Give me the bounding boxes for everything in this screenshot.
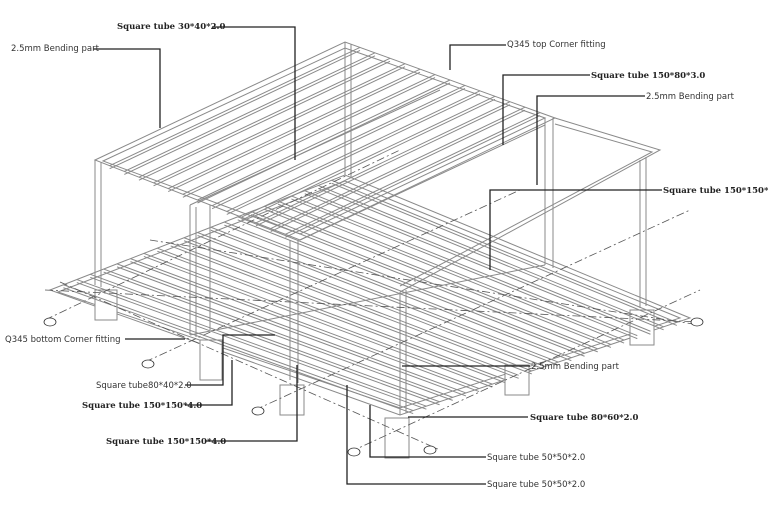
roof-rafter bbox=[153, 66, 406, 187]
label-bending-part-front: 2.5mm Bending part bbox=[531, 362, 619, 372]
floor-joist bbox=[130, 258, 480, 390]
roof-rafter bbox=[226, 93, 481, 215]
floor-joist bbox=[331, 182, 678, 326]
floor-joist bbox=[183, 237, 532, 372]
roof-rafter bbox=[124, 52, 376, 172]
roof-rafter bbox=[109, 46, 361, 167]
label-bottom-corner-fitting: Q345 bottom Corner fitting bbox=[5, 335, 121, 345]
floor-joist bbox=[76, 282, 427, 410]
roof-rafter bbox=[255, 101, 511, 224]
floor-joist bbox=[250, 211, 598, 350]
floor-joist bbox=[291, 198, 638, 340]
axis-markers bbox=[43, 317, 704, 457]
floor-joist bbox=[224, 221, 572, 359]
roof-rafter bbox=[255, 104, 511, 227]
floor-joist bbox=[277, 203, 625, 344]
roof-rafter bbox=[211, 87, 466, 210]
floor-joist bbox=[264, 205, 612, 345]
roof-rafter bbox=[182, 74, 436, 195]
floor-joist bbox=[237, 216, 585, 354]
label-top-corner-fitting: Q345 top Corner fitting bbox=[507, 40, 606, 50]
floor-joist bbox=[170, 242, 519, 376]
roof-right-frame bbox=[399, 117, 662, 293]
label-bending-part-right: 2.5mm Bending part bbox=[646, 92, 734, 102]
leader-lines bbox=[93, 26, 662, 485]
floor-joist bbox=[210, 229, 559, 366]
floor-joist bbox=[331, 179, 678, 323]
roof-rafter bbox=[197, 82, 451, 204]
label-square-tube-50x50-b: Square tube 50*50*2.0 bbox=[487, 480, 586, 490]
floor-joist bbox=[116, 263, 467, 394]
floor-joist bbox=[304, 193, 651, 335]
floor-joist bbox=[277, 200, 625, 341]
roof-rafter bbox=[109, 49, 361, 170]
floor-joist bbox=[63, 287, 414, 415]
floor-joist bbox=[157, 247, 506, 381]
floor-joist bbox=[304, 190, 651, 332]
roof-rafter bbox=[285, 115, 541, 238]
floor-joist bbox=[291, 195, 638, 337]
label-square-tube-150x150-b: Square tube 150*150*4.0 bbox=[106, 437, 227, 447]
roof-rafter bbox=[167, 68, 421, 190]
roof-rafter bbox=[241, 95, 496, 218]
floor-joist bbox=[183, 240, 532, 375]
label-square-tube-150x80: Square tube 150*80*3.0 bbox=[591, 71, 706, 81]
roof-rafter bbox=[124, 55, 376, 175]
floor-joist bbox=[130, 261, 480, 393]
label-square-tube-80x40: Square tube80*40*2.0 bbox=[96, 381, 192, 391]
label-square-tube-150x150-a: Square tube 150*150*4.0 bbox=[82, 401, 203, 411]
floor-joist bbox=[103, 271, 453, 401]
label-square-tube-50x50-a: Square tube 50*50*2.0 bbox=[487, 453, 586, 463]
label-bending-part-top-left: 2.5mm Bending part bbox=[11, 44, 99, 54]
floor-joist bbox=[76, 279, 427, 407]
floor-joist bbox=[317, 187, 664, 331]
roof-rafter bbox=[285, 112, 541, 235]
floor-joist bbox=[63, 284, 414, 412]
floor-joist bbox=[224, 224, 572, 362]
floor-joist bbox=[90, 276, 440, 406]
roof-rafter bbox=[138, 57, 391, 178]
roof-rafter bbox=[270, 106, 526, 230]
floor-joist bbox=[210, 226, 559, 363]
roof-rafter bbox=[270, 109, 526, 233]
label-square-tube-150x150-right: Square tube 150*150*4.0 bbox=[663, 186, 768, 196]
floor-joist bbox=[103, 268, 453, 398]
floor-joist bbox=[197, 235, 546, 370]
floor-joist bbox=[250, 214, 598, 353]
roof-rafter bbox=[167, 71, 421, 193]
label-square-tube-30x40: Square tube 30*40*2.0 bbox=[117, 22, 226, 32]
roof-rafter bbox=[153, 63, 406, 184]
roof-rafter bbox=[241, 98, 496, 221]
floor-joist bbox=[157, 250, 506, 384]
label-square-tube-80x60: Square tube 80*60*2.0 bbox=[530, 413, 639, 423]
floor-joist bbox=[143, 255, 493, 388]
roof-rafter bbox=[182, 77, 436, 198]
floor-joist bbox=[170, 245, 519, 379]
floor-joist bbox=[237, 219, 585, 357]
roof-rafter bbox=[138, 60, 391, 181]
floor-outline bbox=[48, 174, 692, 416]
roof-rafter bbox=[226, 90, 481, 212]
floor-joist bbox=[197, 232, 546, 367]
axis-lines bbox=[44, 149, 701, 453]
floor-joist bbox=[143, 252, 493, 385]
floor-outline-inner bbox=[56, 180, 682, 409]
floor-joist bbox=[90, 273, 440, 403]
roof-rafter bbox=[197, 79, 451, 201]
floor-joist bbox=[116, 266, 467, 397]
floor-joist bbox=[317, 184, 664, 328]
floor-joist bbox=[264, 208, 612, 348]
roof-rafter bbox=[211, 84, 466, 207]
